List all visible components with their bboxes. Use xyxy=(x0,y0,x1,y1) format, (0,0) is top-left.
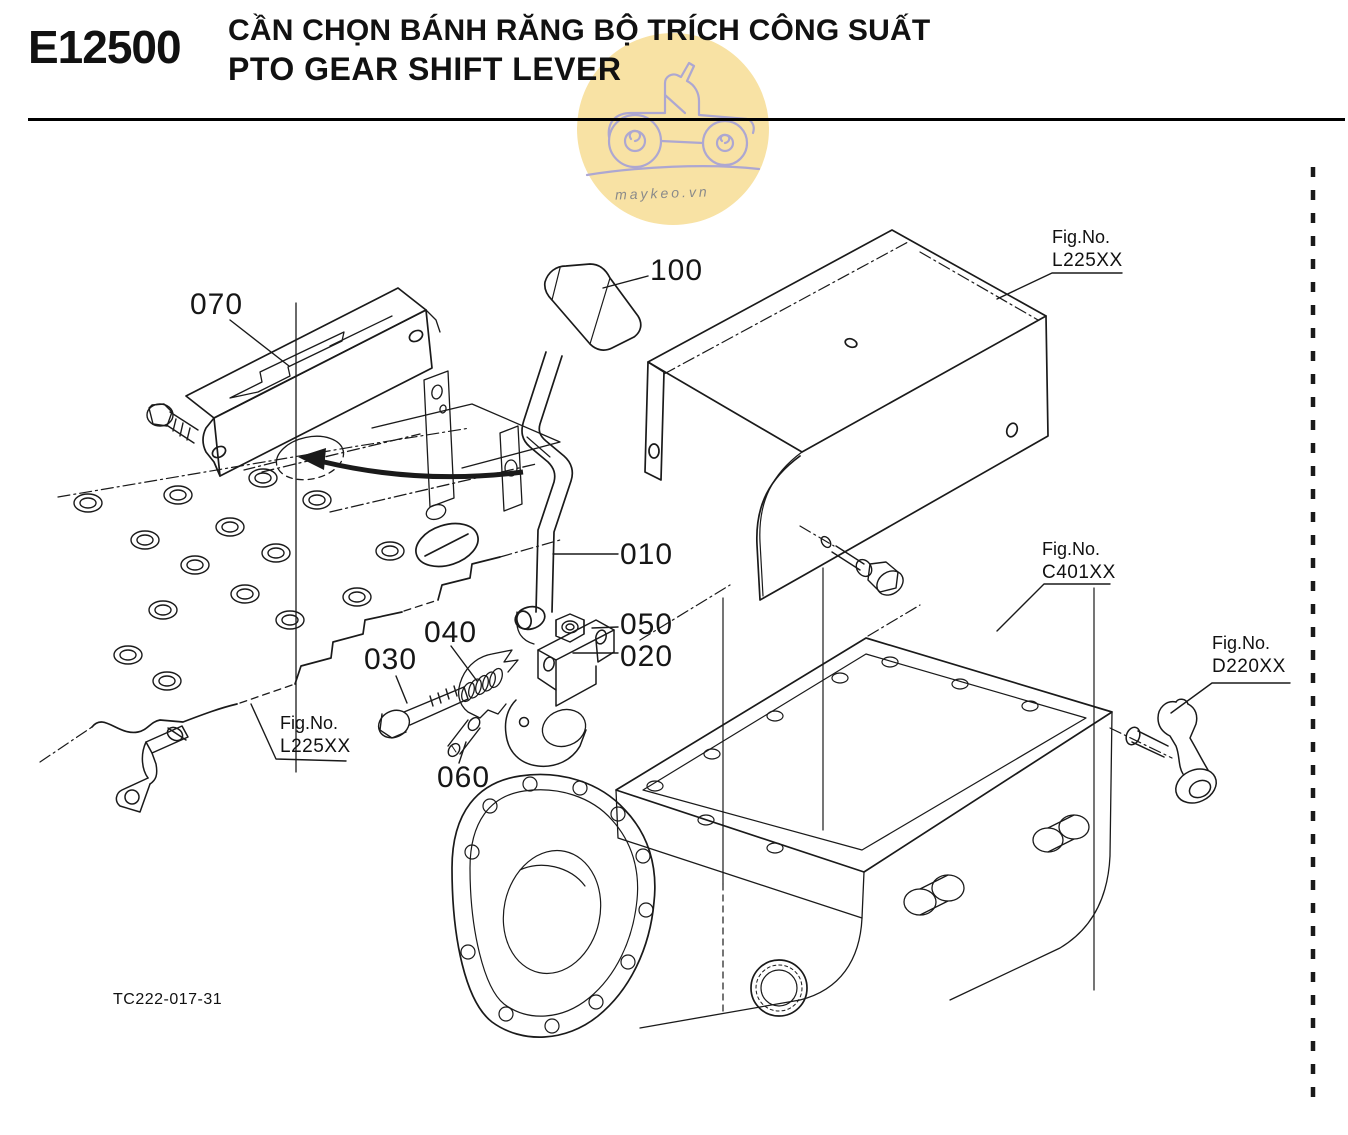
header-rule xyxy=(28,118,1345,121)
section-code: E12500 xyxy=(28,21,182,73)
nut-part xyxy=(555,613,585,643)
drawing-number: TC222-017-31 xyxy=(113,991,223,1008)
seat-support-part xyxy=(243,370,561,521)
shift-crank-part xyxy=(1109,698,1217,804)
spring-part xyxy=(461,667,503,703)
figure-ref-cover: Fig.No. L225XX xyxy=(1052,227,1123,271)
knob-part xyxy=(543,263,642,351)
title-vietnamese: CẦN CHỌN BÁNH RĂNG BỘ TRÍCH CÔNG SUẤT xyxy=(228,14,931,47)
leader-lines xyxy=(229,272,1291,764)
rim-bolt-part xyxy=(799,525,904,596)
bolt-part xyxy=(377,685,469,739)
pto-cover-part xyxy=(644,229,1049,601)
floor-plate-part xyxy=(39,427,561,763)
part-label-060: 060 xyxy=(437,761,491,794)
lever-motion-arrow xyxy=(298,448,524,480)
lever-guide-part xyxy=(146,287,441,477)
shift-lever-part xyxy=(514,351,574,645)
part-label-030: 030 xyxy=(364,643,418,676)
figure-ref-case: Fig.No. C401XX xyxy=(1042,539,1116,583)
figure-ref-plate: Fig.No. L225XX xyxy=(280,713,351,757)
title-english: PTO GEAR SHIFT LEVER xyxy=(228,51,622,87)
roll-pin-part xyxy=(447,716,481,758)
part-label-100: 100 xyxy=(650,254,704,287)
part-label-040: 040 xyxy=(424,616,478,649)
figure-ref-crank: Fig.No. D220XX xyxy=(1212,633,1286,677)
transmission-case-part xyxy=(451,567,1113,1038)
pawl-part xyxy=(457,649,519,719)
part-label-010: 010 xyxy=(620,538,674,571)
clevis-part xyxy=(504,619,615,768)
part-label-070: 070 xyxy=(190,288,244,321)
part-label-050: 050 xyxy=(620,608,674,641)
page-title: CẦN CHỌN BÁNH RĂNG BỘ TRÍCH CÔNG SUẤT PT… xyxy=(228,14,930,88)
plate-bracket-part xyxy=(115,725,189,813)
part-label-020: 020 xyxy=(620,640,674,673)
